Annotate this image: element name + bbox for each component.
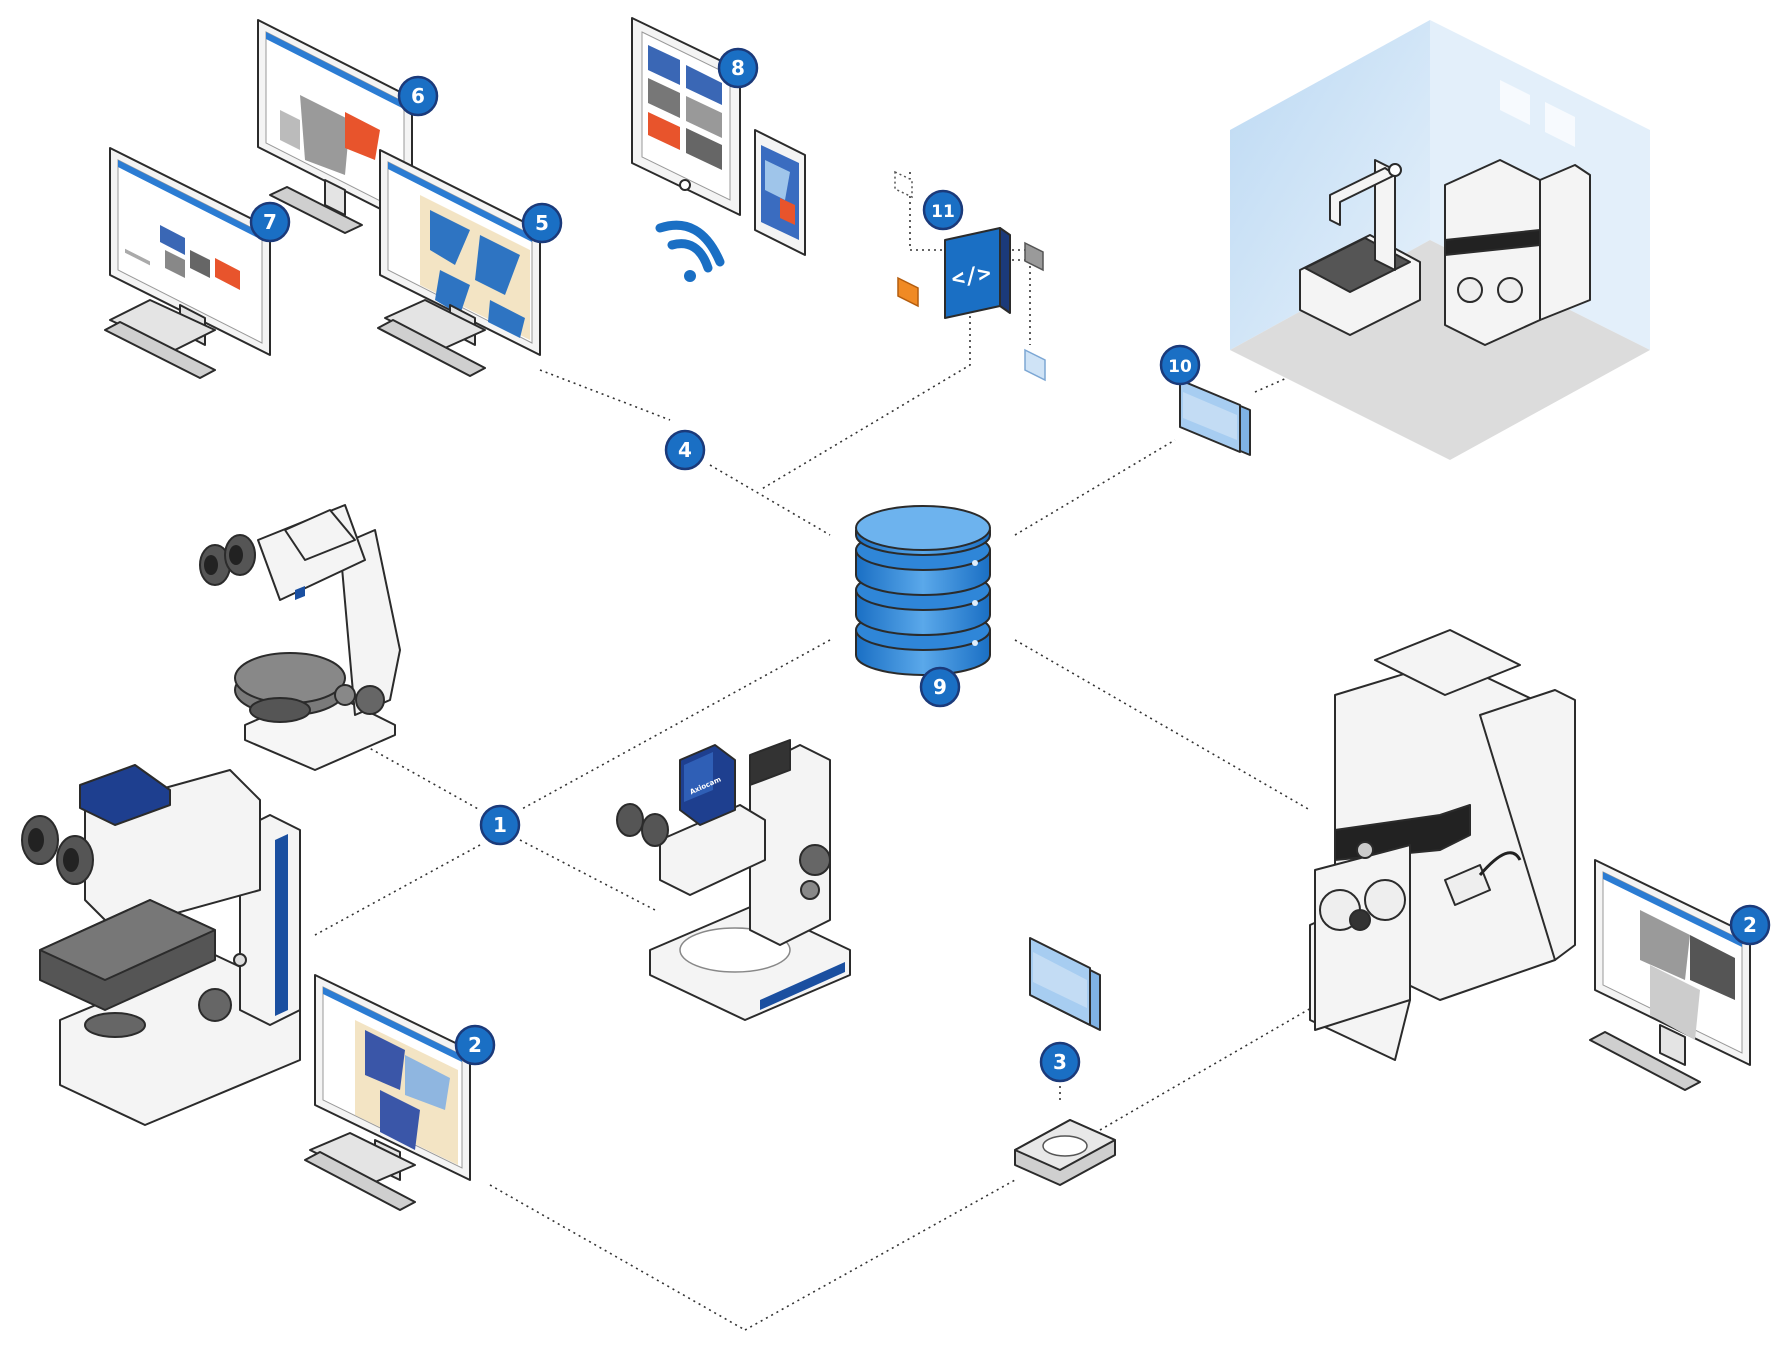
connector-hub1-to-stereo <box>519 839 656 911</box>
badge-6: 6 <box>397 75 439 117</box>
badge-2-right: 2 <box>1729 904 1771 946</box>
svg-text:4: 4 <box>678 438 692 462</box>
connector-pc-to-bottom <box>489 1184 746 1331</box>
connector-hub4-to-database <box>709 464 831 536</box>
badge-7: 7 <box>249 201 291 243</box>
svg-text:2: 2 <box>1743 913 1757 937</box>
monitor-6 <box>257 19 413 234</box>
connector-folder-to-database <box>1014 439 1176 536</box>
connector-database-to-hub1 <box>519 639 831 811</box>
connector-bottom-to-drive <box>744 1179 1016 1331</box>
badge-10: 10 <box>1159 344 1201 386</box>
badge-4: 4 <box>664 429 706 471</box>
inverted-microscope <box>21 764 301 1126</box>
number-badges: 1 2 2 3 4 5 6 7 <box>249 47 1771 1083</box>
electron-microscope <box>1309 629 1576 1061</box>
connector-drive-to-sem <box>1099 999 1326 1131</box>
badge-8: 8 <box>717 47 759 89</box>
svg-text:6: 6 <box>411 84 425 108</box>
connector-database-to-sem <box>1014 639 1311 811</box>
connector-hub1-to-upright <box>314 844 481 936</box>
badge-11: 11 <box>922 189 964 231</box>
stereo-microscope: Axiocam <box>616 739 851 1021</box>
upright-microscope-top <box>199 504 401 771</box>
svg-text:2: 2 <box>468 1033 482 1057</box>
connection-lines <box>314 310 1326 1331</box>
badge-2-left: 2 <box>454 1024 496 1066</box>
database-stack <box>855 505 991 676</box>
svg-text:8: 8 <box>731 56 745 80</box>
svg-text:7: 7 <box>263 210 277 234</box>
monitor-7 <box>104 147 271 379</box>
connector-monitors-to-hub <box>539 369 671 421</box>
monitor-2-right <box>1589 859 1751 1091</box>
connector-micro-to-hub1 <box>354 739 481 811</box>
folder-icon <box>1179 379 1251 456</box>
svg-text:9: 9 <box>933 675 947 699</box>
svg-text:1: 1 <box>493 813 507 837</box>
badge-9: 9 <box>919 666 961 708</box>
phone-device <box>754 129 806 256</box>
tablet-device <box>631 17 741 216</box>
cleanroom-area <box>1230 20 1650 460</box>
badge-1: 1 <box>479 804 521 846</box>
monitor-2-left <box>304 974 471 1211</box>
monitor-5 <box>377 149 541 377</box>
badge-5: 5 <box>521 202 563 244</box>
storage-drive <box>1014 1119 1116 1186</box>
storage-folder-icon <box>1029 937 1101 1031</box>
svg-text:5: 5 <box>535 211 549 235</box>
svg-text:10: 10 <box>1168 357 1192 377</box>
badge-3: 3 <box>1039 1041 1081 1083</box>
connector-api-to-hub <box>759 310 971 491</box>
wifi-icon <box>655 220 725 282</box>
api-code-module: </> <box>894 170 1046 382</box>
svg-text:3: 3 <box>1053 1050 1067 1074</box>
svg-text:11: 11 <box>931 202 955 222</box>
